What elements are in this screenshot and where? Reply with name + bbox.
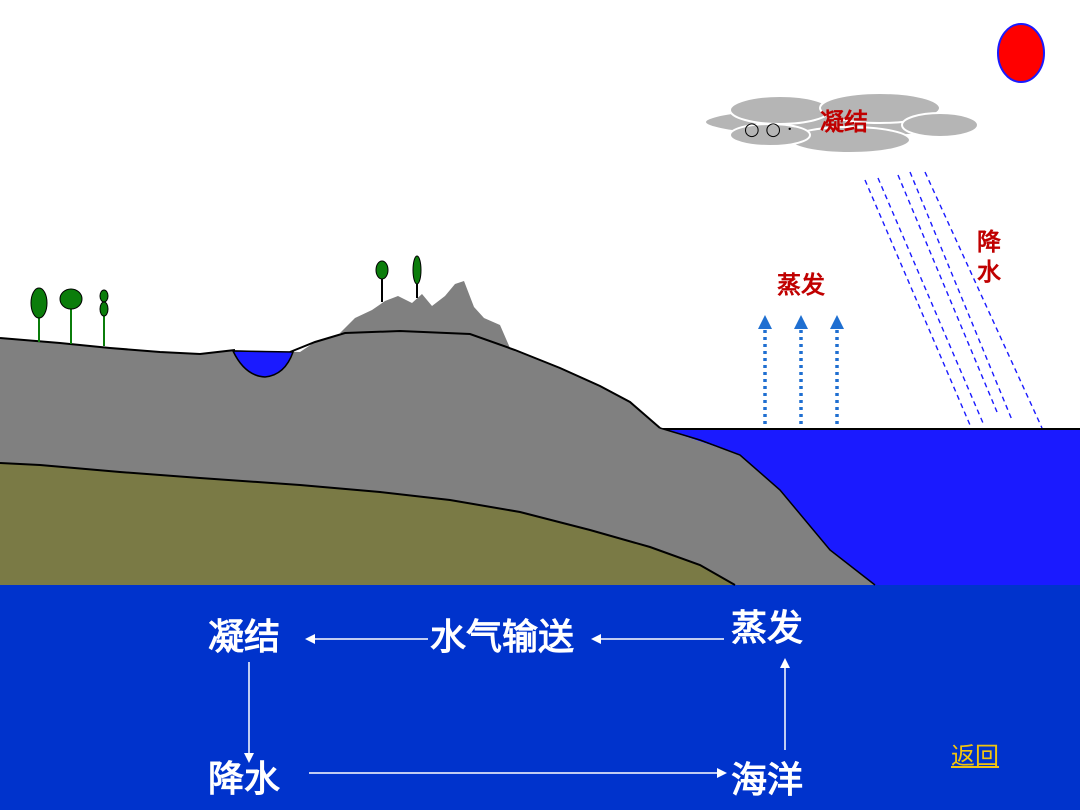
cloud-droplets: ○ ○ · <box>744 119 793 140</box>
tree-icon <box>59 288 83 344</box>
land-surface-line <box>0 329 661 429</box>
tree-icon <box>412 255 422 298</box>
evaporation-arrows <box>763 330 839 426</box>
cloud-icon <box>704 92 979 154</box>
cycle-condensation: 凝结 <box>208 616 281 658</box>
soil-boundary-line <box>0 462 736 586</box>
sun-icon <box>997 23 1045 83</box>
condensation-label: 凝结 <box>820 107 868 136</box>
precipitation-label: 降水 <box>977 227 1001 286</box>
cycle-precipitation: 降水 <box>208 758 281 800</box>
cycle-vapor-transport: 水气输送 <box>430 616 575 658</box>
rain-lines <box>864 171 1043 429</box>
ocean-body <box>660 428 1080 585</box>
lake <box>231 350 295 378</box>
tree-icon <box>99 289 109 346</box>
cycle-ocean: 海洋 <box>731 759 804 801</box>
evaporation-label: 蒸发 <box>777 270 825 299</box>
cycle-arrows <box>244 634 790 778</box>
coast-line <box>659 427 876 586</box>
soil-layer <box>0 463 735 585</box>
cycle-evaporation: 蒸发 <box>731 607 804 649</box>
arrow-up-icon <box>758 315 844 329</box>
tree-icon <box>375 260 389 302</box>
tree-icon <box>30 287 48 342</box>
return-link[interactable]: 返回 <box>951 742 999 770</box>
